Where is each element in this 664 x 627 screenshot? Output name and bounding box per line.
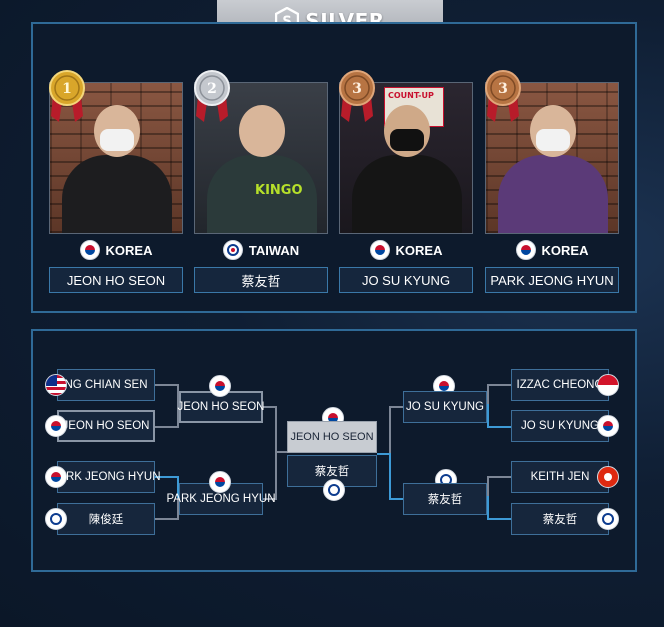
kr-flag-icon: [369, 240, 390, 260]
bracket-slot-left-r2-2[interactable]: PARK JEONG HYUN: [166, 483, 276, 515]
tw-flag-icon: [597, 508, 619, 530]
player-country: KOREA: [485, 239, 619, 261]
svg-text:2: 2: [207, 81, 217, 97]
bracket-final-champion[interactable]: JEON HO SEON: [287, 421, 377, 453]
player-photo[interactable]: [49, 82, 183, 234]
gold-medal-icon: 1: [49, 70, 85, 122]
player-name: JO SU KYUNG: [339, 267, 473, 293]
player-photo[interactable]: COUNT-UP: [339, 82, 473, 234]
podium-panel: 1 KOREA JEON HO SEON KINGO 2: [31, 22, 637, 313]
sg-flag-icon: [597, 374, 619, 396]
bracket-slot-left-r1-4[interactable]: 陳俊廷: [57, 503, 155, 535]
bracket-slot-right-r2-2[interactable]: 蔡友哲: [403, 483, 487, 515]
kr-flag-icon: [209, 375, 231, 397]
kr-flag-icon: [45, 466, 67, 488]
kr-flag-icon: [597, 415, 619, 437]
kr-flag-icon: [79, 240, 100, 260]
player-name: 蔡友哲: [194, 267, 328, 293]
svg-text:3: 3: [498, 81, 508, 97]
player-photo[interactable]: KINGO: [194, 82, 328, 234]
bracket-slot-right-r1-1[interactable]: IZZAC CHEONG: [511, 369, 609, 401]
bracket-slot-left-r1-1[interactable]: NG CHIAN SEN: [57, 369, 155, 401]
bracket-slot-right-r1-3[interactable]: KEITH JEN: [511, 461, 609, 493]
bracket-panel: NG CHIAN SEN JEON HO SEON PARK JEONG HYU…: [31, 329, 637, 572]
tw-flag-icon: [222, 240, 243, 260]
tw-flag-icon: [45, 508, 67, 530]
kr-flag-icon: [45, 415, 67, 437]
bracket-slot-right-r1-4[interactable]: 蔡友哲: [511, 503, 609, 535]
bracket-slot-left-r1-2[interactable]: JEON HO SEON: [57, 410, 155, 442]
player-country: TAIWAN: [194, 239, 328, 261]
bracket-slot-right-r2-1[interactable]: JO SU KYUNG: [403, 391, 487, 423]
player-photo[interactable]: [485, 82, 619, 234]
kr-flag-icon: [209, 471, 231, 493]
my-flag-icon: [45, 374, 67, 396]
player-country: KOREA: [49, 239, 183, 261]
bracket-slot-right-r1-2[interactable]: JO SU KYUNG: [511, 410, 609, 442]
bronze-medal-icon: 3: [339, 70, 375, 122]
bracket-slot-left-r1-3[interactable]: PARK JEONG HYUN: [51, 461, 161, 493]
player-name: JEON HO SEON: [49, 267, 183, 293]
svg-text:3: 3: [352, 81, 362, 97]
hk-flag-icon: [597, 466, 619, 488]
player-name: PARK JEONG HYUN: [485, 267, 619, 293]
kr-flag-icon: [515, 240, 536, 260]
bronze-medal-icon: 3: [485, 70, 521, 122]
silver-medal-icon: 2: [194, 70, 230, 122]
svg-text:1: 1: [62, 81, 72, 97]
player-country: KOREA: [339, 239, 473, 261]
tw-flag-icon: [323, 479, 345, 501]
